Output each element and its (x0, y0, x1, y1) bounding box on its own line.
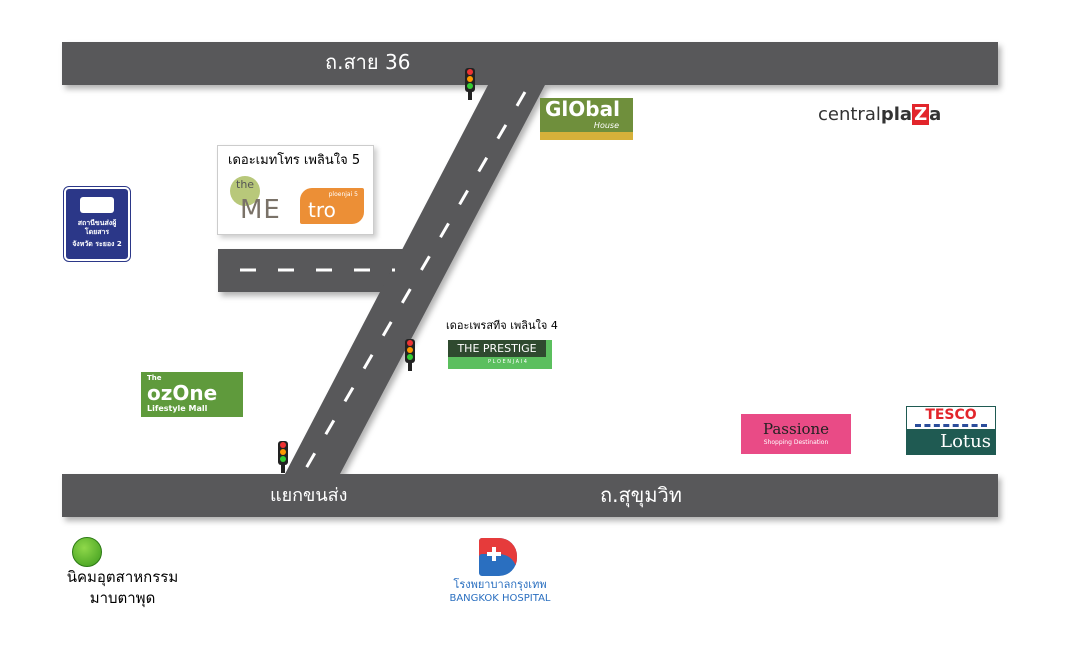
bus-icon (80, 197, 114, 213)
industrial-estate-label: นิคมอุตสาหกรรม มาบตาพุด (66, 568, 179, 607)
metro-logo-tro: ploenjai 5 tro (300, 188, 364, 224)
tesco-lotus-logo: TESCO Lotus (906, 406, 996, 455)
road-label-intersection: แยกขนส่ง (270, 485, 348, 506)
metro-logo-me: ME (240, 195, 281, 225)
metro-logo-the: the (236, 178, 255, 191)
metro-title: เดอะเมทโทร เพลินใจ 5 (228, 153, 361, 168)
bus-line1: สถานีขนส่งผู้โดยสาร (77, 219, 117, 236)
prestige-title: เดอะเพรสทีจ เพลินใจ 4 (446, 319, 558, 332)
passione-logo: Passione Shopping Destination (741, 414, 851, 454)
global-house-logo: GlObal House (540, 98, 633, 140)
metro-card: เดอะเมทโทร เพลินใจ 5 the ME ploenjai 5 t… (217, 145, 374, 235)
traffic-light-icon (465, 68, 475, 100)
bangkok-hospital-logo (479, 538, 517, 576)
bus-terminal-sign: สถานีขนส่งผู้โดยสาร จังหวัด ระยอง 2 (63, 186, 131, 262)
bus-line2: จังหวัด ระยอง 2 (72, 240, 122, 248)
traffic-light-icon (278, 441, 288, 473)
road-label-top: ถ.สาย 36 (325, 50, 411, 74)
road-sai-36 (62, 42, 998, 85)
hospital-label: โรงพยาบาลกรุงเทพ BANGKOK HOSPITAL (449, 578, 551, 604)
green-dot-icon (72, 537, 102, 567)
prestige-logo: THE PRESTIGE P L O E N J A I 4 (448, 340, 552, 369)
ozone-logo: The ozOne Lifestyle Mall (141, 372, 243, 417)
diagonal-road (285, 85, 545, 474)
traffic-light-icon (405, 339, 415, 371)
road-sukhumvit (62, 474, 998, 517)
road-label-sukhumvit: ถ.สุขุมวิท (600, 483, 682, 507)
